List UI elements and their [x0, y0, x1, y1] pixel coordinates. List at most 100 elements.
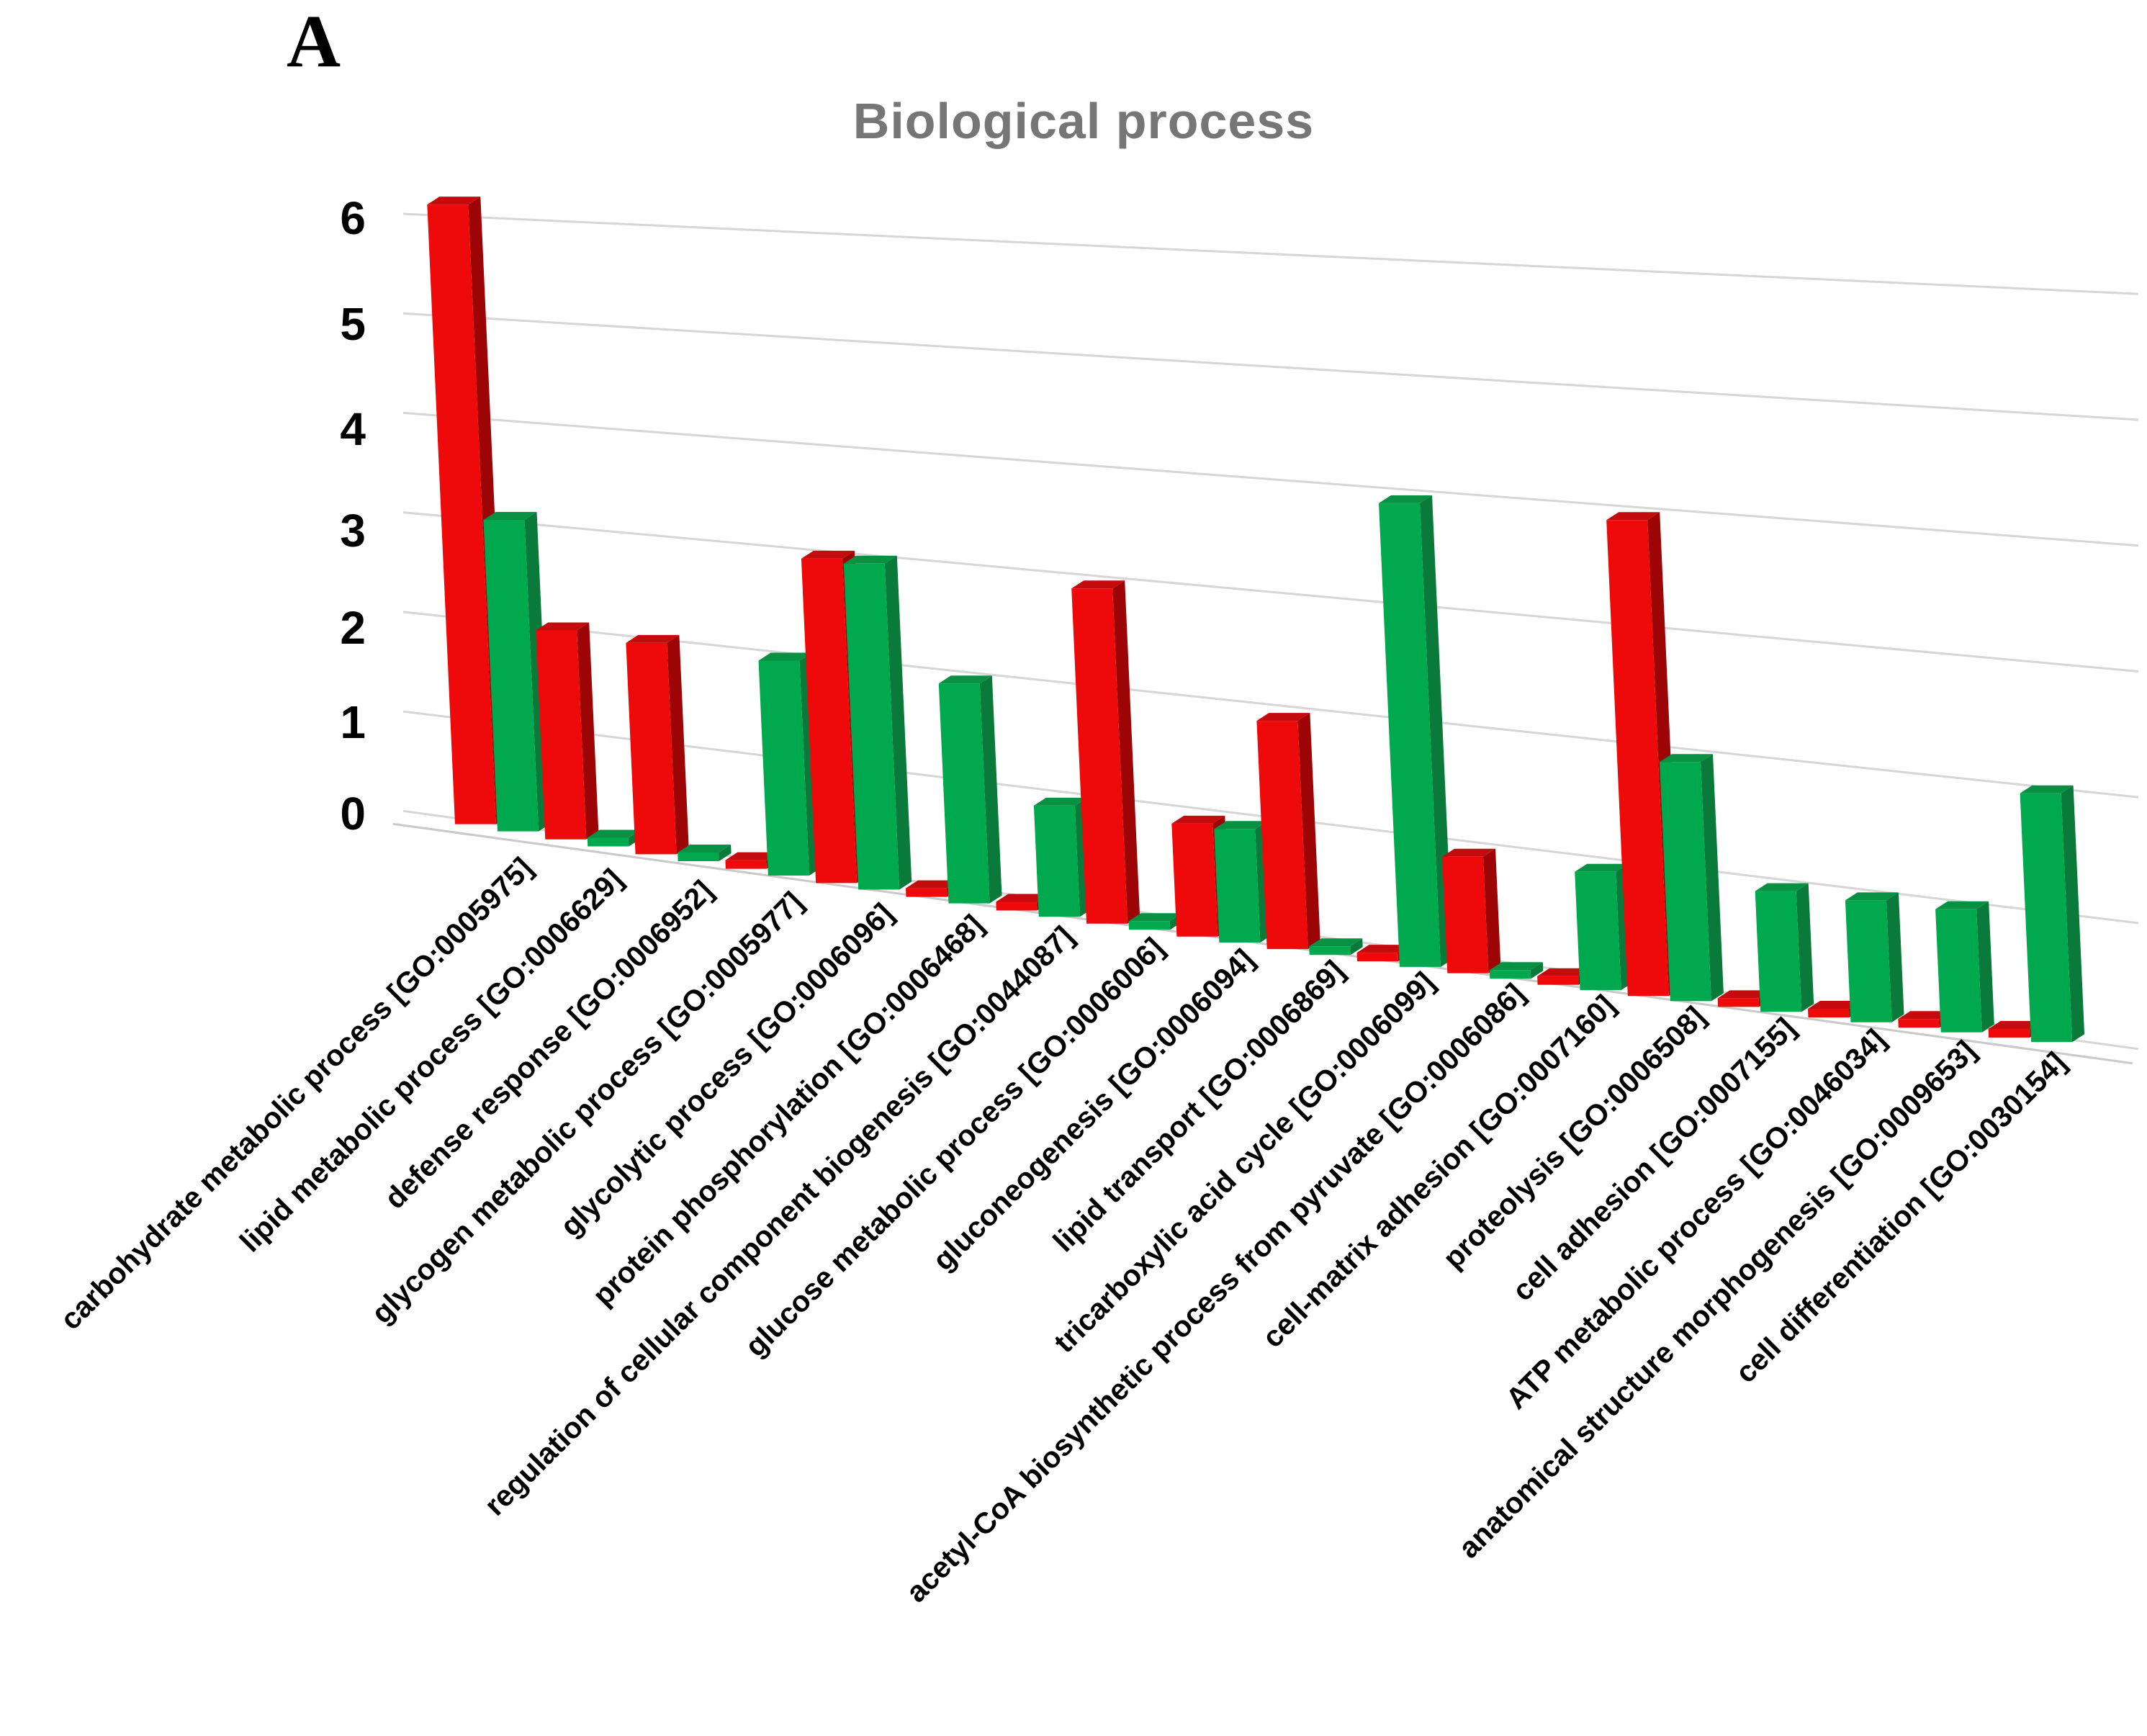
- green-series-bar: [938, 683, 990, 904]
- green-series-bar: [1845, 900, 1892, 1022]
- gridline-5: [402, 312, 2139, 421]
- green-series-bar: [1935, 909, 1982, 1033]
- green-series-bar-top: [483, 512, 537, 520]
- red-series-bar-top: [801, 550, 855, 559]
- gridline-4: [402, 411, 2139, 547]
- red-series-bar-top: [996, 894, 1050, 902]
- green-series-bar-side: [1796, 883, 1814, 1012]
- green-series-bar-top: [1214, 821, 1268, 829]
- y-tick-3: 3: [340, 505, 366, 557]
- y-tick-0: 0: [340, 788, 366, 840]
- green-series-bar-top: [1128, 913, 1182, 922]
- green-series-bar: [1309, 946, 1351, 955]
- green-series-bar: [678, 853, 719, 861]
- red-series-bar: [1606, 520, 1669, 997]
- green-series-bar: [2020, 793, 2073, 1043]
- category-label: tricarboxylic acid cycle [GO:0006099]: [1048, 966, 1441, 1359]
- floor-front-edge: [392, 822, 2133, 1065]
- green-series-bar-top: [587, 829, 641, 838]
- red-series-bar-top: [1606, 512, 1660, 521]
- green-series-bar: [1575, 871, 1621, 991]
- chart-title: Biological process: [852, 93, 1315, 149]
- red-series-bar-side: [1297, 713, 1320, 950]
- green-series-bar-side: [884, 555, 912, 890]
- green-series-bar-top: [1033, 797, 1087, 806]
- green-series-bar-top: [678, 845, 732, 853]
- red-series-bar-top: [1256, 713, 1310, 721]
- green-series-bar: [587, 837, 629, 847]
- y-tick-4: 4: [340, 403, 366, 455]
- green-series-bar-side: [719, 845, 732, 861]
- red-series-bar: [1808, 1009, 1850, 1017]
- red-series-bar-top: [1071, 580, 1125, 589]
- red-series-bar-side: [667, 634, 689, 855]
- red-series-bar-top: [1356, 945, 1410, 953]
- green-series-bar: [843, 563, 900, 890]
- red-series-bar: [536, 630, 587, 840]
- red-series-bar: [1537, 976, 1579, 985]
- red-series-bar-side: [1483, 848, 1501, 973]
- green-series-bar-side: [1976, 901, 1994, 1033]
- green-series-bar-side: [1530, 962, 1544, 979]
- green-series-bar-side: [1886, 892, 1904, 1022]
- green-series-bar: [1755, 891, 1802, 1012]
- red-series-bar-top: [427, 197, 481, 205]
- gridline-6: [402, 212, 2139, 295]
- red-series-bar-top: [725, 852, 779, 860]
- red-series-bar-top: [1537, 968, 1591, 976]
- red-series-bar: [1256, 721, 1308, 950]
- red-series-bar: [1171, 823, 1218, 937]
- y-tick-2: 2: [340, 602, 366, 654]
- green-series-bar-side: [979, 675, 1002, 904]
- panel-label: A: [287, 0, 341, 83]
- green-series-bar-side: [2061, 785, 2085, 1043]
- red-series-bar: [1442, 856, 1489, 973]
- red-series-bar: [906, 888, 948, 897]
- red-series-bar-top: [1988, 1021, 2042, 1029]
- red-series-bar-side: [1112, 580, 1140, 924]
- green-series-bar-side: [1701, 754, 1724, 1002]
- green-series-bar: [483, 520, 539, 832]
- green-series-bar-top: [1845, 892, 1899, 901]
- red-series-bar: [1717, 998, 1760, 1007]
- red-series-bar: [427, 204, 496, 824]
- red-series-bar: [1898, 1019, 1940, 1028]
- green-series-bar-top: [1935, 901, 1989, 909]
- red-series-bar-top: [626, 634, 680, 643]
- red-series-bar: [1356, 953, 1398, 962]
- red-series-bar-top: [1442, 848, 1495, 857]
- red-series-bar-top: [1171, 815, 1225, 824]
- red-series-bar: [1071, 588, 1128, 924]
- green-series-bar-top: [1755, 883, 1809, 891]
- green-series-bar: [1660, 762, 1711, 1002]
- green-series-bar-top: [843, 555, 897, 564]
- gridline-2: [402, 611, 2139, 799]
- green-series-bar-top: [1660, 754, 1713, 763]
- green-series-bar-top: [1309, 938, 1363, 947]
- y-tick-1: 1: [340, 696, 366, 748]
- category-label: lipid metabolic process [GO:0006629]: [233, 863, 629, 1259]
- y-tick-6: 6: [340, 192, 366, 244]
- green-series-bar: [1214, 829, 1261, 943]
- red-series-bar-top: [1898, 1011, 1952, 1020]
- green-series-bar-side: [1350, 938, 1363, 955]
- red-series-bar-top: [536, 622, 590, 631]
- green-series-bar-side: [1420, 495, 1453, 967]
- red-series-bar: [725, 860, 767, 869]
- red-series-bar: [1988, 1029, 2030, 1038]
- red-series-bar: [801, 558, 858, 883]
- green-series-bar-top: [1575, 863, 1629, 872]
- category-label: ATP metabolic process [GO:0046034]: [1499, 1022, 1891, 1415]
- green-series-bar-top: [758, 652, 812, 661]
- red-series-bar-side: [577, 622, 599, 840]
- green-series-bar-top: [1379, 495, 1432, 503]
- green-series-bar-top: [938, 675, 992, 684]
- green-series-bar: [1489, 970, 1531, 979]
- red-series-bar: [996, 901, 1038, 911]
- red-series-bar-top: [1717, 990, 1771, 999]
- red-series-bar-top: [1808, 1001, 1861, 1009]
- gridline-3: [402, 511, 2139, 673]
- category-label: carbohydrate metabolic process [GO:00059…: [54, 851, 539, 1336]
- green-series-bar: [1379, 503, 1441, 967]
